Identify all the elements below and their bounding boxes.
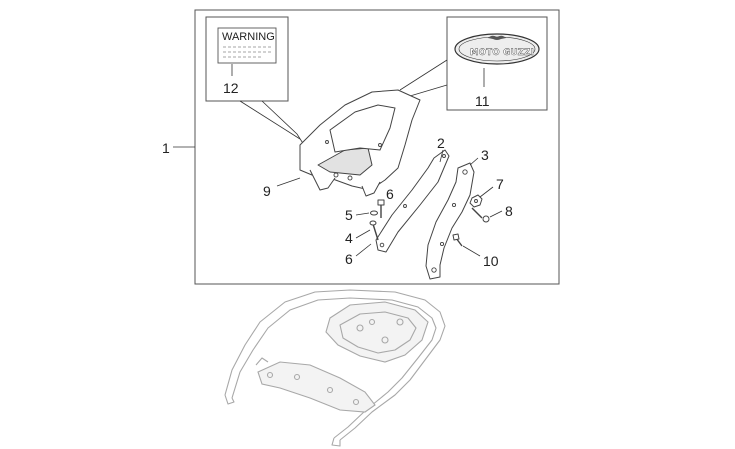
callout-12: 12 (223, 80, 239, 96)
callout-3: 3 (481, 147, 489, 163)
callout-6-lower: 6 (345, 251, 353, 267)
callout-8-leader (489, 210, 503, 218)
screw-8 (471, 207, 490, 223)
callout-9: 9 (263, 183, 271, 199)
callout-1: 1 (162, 140, 170, 156)
logo-inset (446, 16, 548, 111)
warning-to-part-leader-2 (239, 100, 301, 140)
logo-to-part-leader-2 (409, 84, 448, 97)
callout-5: 5 (345, 207, 353, 223)
screw-4 (369, 220, 379, 241)
warning-sticker-title: WARNING (222, 31, 275, 43)
callout-10: 10 (483, 253, 499, 269)
washer-5 (370, 210, 378, 216)
nut-7 (469, 194, 483, 208)
callout-10-leader (462, 245, 481, 257)
callout-2: 2 (437, 135, 445, 151)
callout-9-leader (276, 177, 301, 187)
screw-10 (452, 233, 463, 247)
callout-6-upper: 6 (386, 186, 394, 202)
warning-to-part-leader (261, 100, 307, 149)
callout-4: 4 (345, 230, 353, 246)
callout-5-leader (355, 212, 370, 216)
callout-11: 11 (475, 93, 490, 109)
callout-4-leader (355, 229, 371, 239)
moto-guzzi-logo-badge: MOTO GUZZI (454, 33, 540, 65)
warning-sticker: WARNING (217, 27, 277, 64)
callout-3-leader (469, 157, 479, 166)
eagle-icon (488, 35, 506, 40)
logo-text: MOTO GUZZI (470, 48, 534, 58)
callout-7-leader (479, 186, 494, 198)
callout-7: 7 (496, 176, 504, 192)
logo-to-part-leader (399, 59, 448, 91)
tail-fairing-part (299, 89, 421, 197)
side-plate-part (425, 162, 475, 280)
bolt-6-upper (377, 199, 385, 218)
rear-rack-ghost (224, 289, 446, 447)
warning-label-inset (205, 16, 289, 102)
callout-6-lower-leader (355, 243, 372, 257)
callout-8: 8 (505, 203, 513, 219)
callout-2-leader (439, 149, 444, 163)
bracket-part (375, 149, 450, 253)
